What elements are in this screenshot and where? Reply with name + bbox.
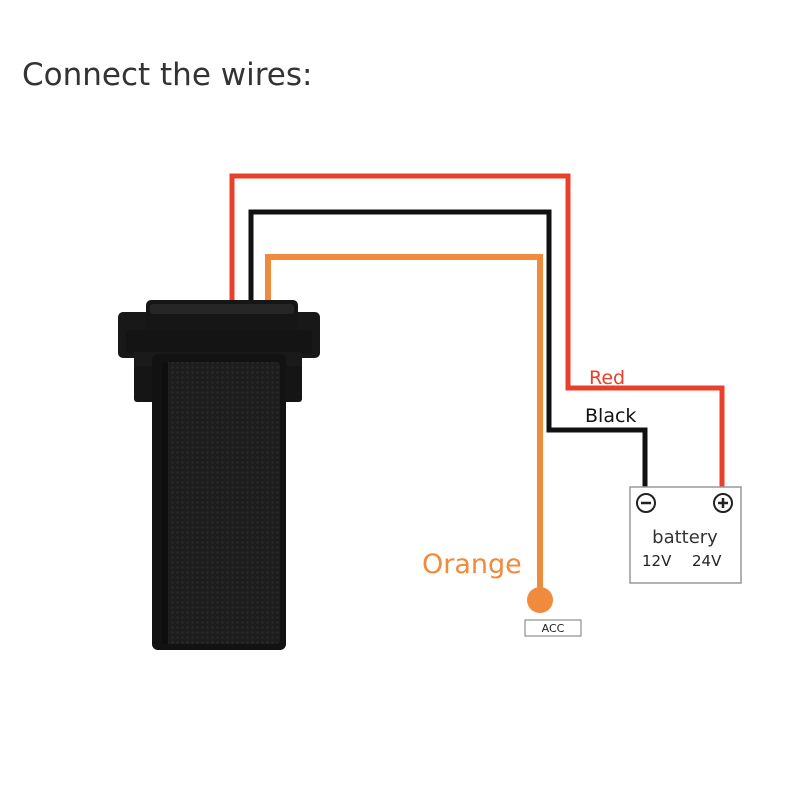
gps-tracker-device-icon xyxy=(118,300,320,650)
acc-terminal-dot xyxy=(527,587,553,613)
battery-voltage-24: 24V xyxy=(692,552,722,570)
orange-wire-label: Orange xyxy=(422,549,522,580)
battery-label: battery xyxy=(652,527,718,548)
battery: battery 12V 24V xyxy=(629,486,742,584)
minus-terminal-icon xyxy=(636,493,656,513)
plus-terminal-icon xyxy=(713,493,733,513)
acc-label: ACC xyxy=(542,622,565,635)
red-wire xyxy=(229,173,725,492)
acc-label-box xyxy=(524,619,582,637)
page-title: Connect the wires: xyxy=(22,57,312,93)
black-wire xyxy=(248,209,648,492)
red-wire-label: Red xyxy=(589,367,625,389)
orange-wire xyxy=(265,254,543,598)
black-wire-label: Black xyxy=(585,405,636,427)
battery-voltage-12: 12V xyxy=(642,552,672,570)
